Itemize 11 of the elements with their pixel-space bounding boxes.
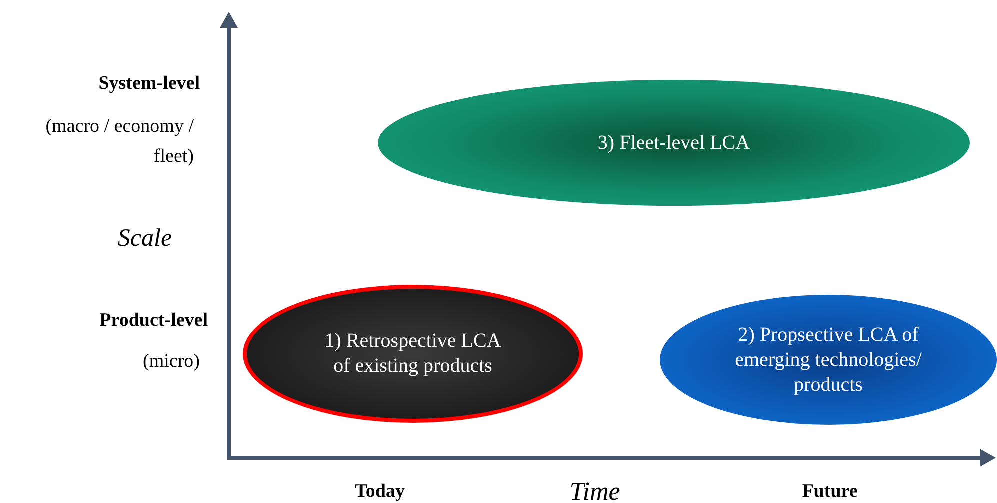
axis-title: Scale	[116, 224, 174, 254]
axis-label: System-level	[98, 72, 200, 96]
axis-label: Future	[801, 480, 859, 503]
ellipse-label: 2) Propsective LCA of emerging technologies/ products	[734, 322, 923, 398]
axis-label: Today	[354, 480, 406, 503]
axis-label: (macro / economy / fleet)	[44, 115, 194, 169]
axis-label: Product-level	[98, 309, 208, 333]
axis-label: (micro)	[142, 350, 200, 374]
axis-title: Time	[568, 476, 622, 503]
ellipse-label: 1) Retrospective LCA of existing products	[324, 329, 502, 379]
ellipse-label: 3) Fleet-level LCA	[596, 130, 752, 156]
